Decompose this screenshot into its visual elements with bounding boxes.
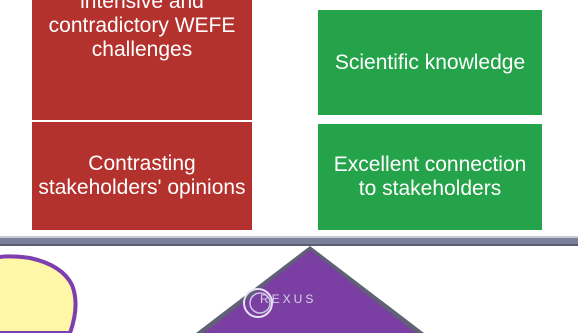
connection-text: Excellent connection to stakeholders bbox=[333, 153, 527, 200]
challenges-text: intensive and contradictory WEFE challen… bbox=[48, 0, 236, 61]
knowledge-text: Scientific knowledge bbox=[334, 50, 526, 74]
rexus-logo-icon bbox=[243, 288, 273, 318]
challenges-box: intensive and contradictory WEFE challen… bbox=[32, 0, 252, 120]
stakeholder-opinions-box: Contrasting stakeholders' opinions bbox=[32, 122, 252, 230]
speech-bubble bbox=[0, 254, 78, 333]
stakeholder-connection-box: Excellent connection to stakeholders bbox=[318, 124, 542, 230]
balance-beam bbox=[0, 236, 578, 246]
rexus-logo-text: REXUS bbox=[260, 292, 317, 306]
opinions-text: Contrasting stakeholders' opinions bbox=[38, 152, 246, 199]
scientific-knowledge-box: Scientific knowledge bbox=[318, 10, 542, 115]
fulcrum bbox=[196, 246, 424, 333]
